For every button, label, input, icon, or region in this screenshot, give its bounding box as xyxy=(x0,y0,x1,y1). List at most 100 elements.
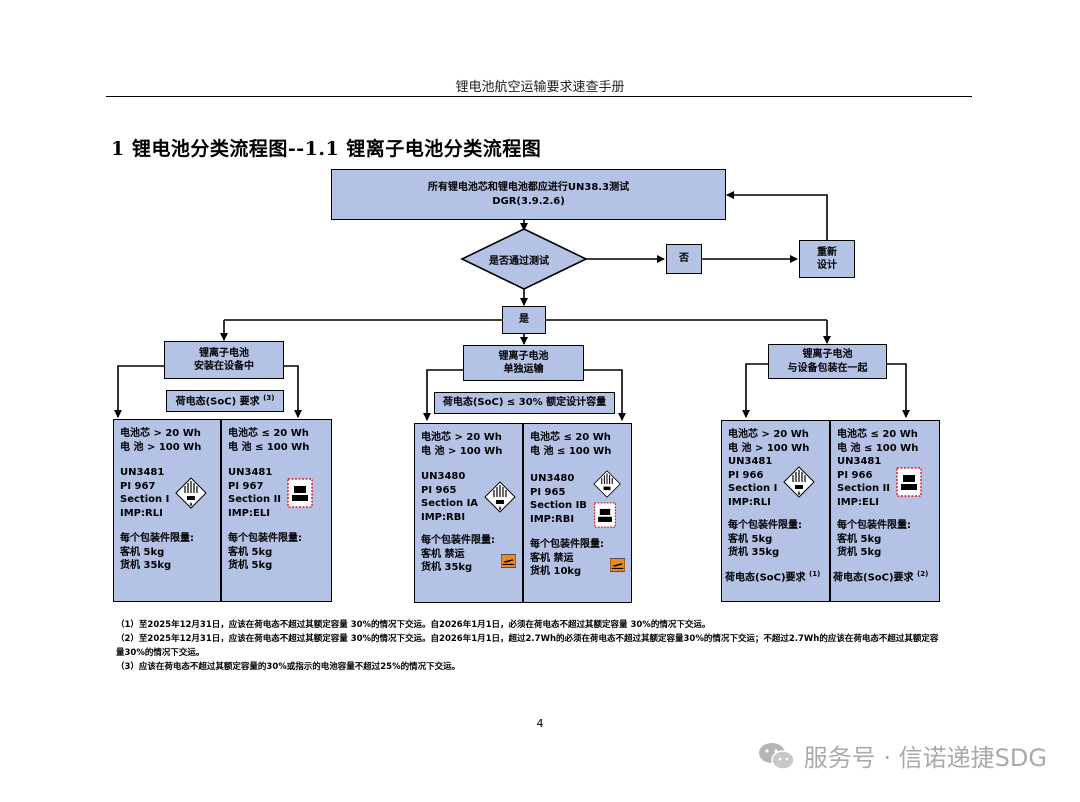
yes-box: 是 xyxy=(502,306,546,334)
cargo-limit: 货机 35kg xyxy=(120,560,172,571)
section: Section I xyxy=(120,494,170,505)
yes-label: 是 xyxy=(519,314,529,326)
branch-3-col-1: 电池芯 > 20 Wh 电 池 > 100 Wh UN3481 PI 966 S… xyxy=(721,420,830,602)
class9-hazard-label-icon: 9 xyxy=(175,477,208,509)
cargo-aircraft-only-icon xyxy=(501,554,516,568)
passenger-limit: 客机 禁运 xyxy=(530,552,574,564)
redesign-box: 重新 设计 xyxy=(799,240,855,278)
top-test-box: 所有锂电池芯和锂电池都应进行UN38.3测试 DGR(3.9.2.6) xyxy=(331,169,726,220)
passenger-limit: 客机 5kg xyxy=(728,533,773,545)
no-label: 否 xyxy=(679,253,689,265)
section: Section IB xyxy=(530,500,587,511)
branch-1-soc-note: (3) xyxy=(263,393,275,402)
un-number: UN3480 xyxy=(421,471,466,482)
branch-2-header-line2: 单独运输 xyxy=(503,364,544,375)
decision-label: 是否通过测试 xyxy=(489,256,549,267)
un-number: UN3481 xyxy=(120,467,165,478)
top-box-line1: 所有锂电池芯和锂电池都应进行UN38.3测试 xyxy=(427,182,630,193)
svg-text:9: 9 xyxy=(798,491,801,496)
branch-3-header-line2: 与设备包装在一起 xyxy=(787,362,868,374)
passenger-limit: 客机 禁运 xyxy=(421,548,465,560)
branch-3-col-2: 电池芯 ≤ 20 Wh 电 池 ≤ 100 Wh UN3481 PI 966 S… xyxy=(830,420,940,602)
rating-battery: 电 池 > 100 Wh xyxy=(120,441,202,453)
passenger-limit: 客机 5kg xyxy=(837,533,882,545)
rating-cell: 电池芯 > 20 Wh xyxy=(421,432,502,443)
branch-1-col-1: 电池芯 > 20 Wh 电 池 > 100 Wh UN3481 PI 967 S… xyxy=(113,419,221,602)
branch-1-header-line2: 安装在设备中 xyxy=(194,361,254,372)
soc-note: (2) xyxy=(917,569,929,578)
soc-requirement: 荷电态(SoC)要求 xyxy=(833,571,914,583)
limit-label: 每个包装件限量: xyxy=(421,535,495,546)
rating-battery: 电 池 ≤ 100 Wh xyxy=(228,441,310,453)
limit-label: 每个包装件限量: xyxy=(228,533,302,544)
watermark-text: 服务号 · 信诺递捷SDG xyxy=(803,744,1047,772)
cargo-limit: 货机 5kg xyxy=(837,547,882,558)
packing-instruction: PI 967 xyxy=(120,480,156,492)
imp-code: IMP:RLI xyxy=(120,507,163,519)
section: Section II xyxy=(837,483,891,494)
packing-instruction: PI 966 xyxy=(837,469,873,481)
rating-battery: 电 池 > 100 Wh xyxy=(421,445,503,457)
redesign-line2: 设计 xyxy=(817,260,837,271)
limit-label: 每个包装件限量: xyxy=(728,520,802,531)
branch-1-header: 锂离子电池 安装在设备中 xyxy=(164,341,284,379)
packing-instruction: PI 966 xyxy=(728,469,764,481)
soc-requirement: 荷电态(SoC)要求 xyxy=(725,571,806,583)
section: Section II xyxy=(228,494,282,505)
footnote-3: （3）应该在荷电态不超过其额定容量的30%或指示的电池容量不超过25%的情况下交… xyxy=(116,662,461,672)
class9-hazard-label-icon: 9 xyxy=(783,466,816,498)
branch-2-soc-text: 荷电态(SoC) ≤ 30% 额定设计容量 xyxy=(442,397,607,409)
branch-1-soc-box: 荷电态(SoC) 要求 (3) xyxy=(166,390,284,412)
limit-label: 每个包装件限量: xyxy=(837,520,911,531)
cargo-limit: 货机 35kg xyxy=(728,547,780,558)
header-rule xyxy=(106,96,972,97)
no-box: 否 xyxy=(666,244,702,274)
footnotes: （1）至2025年12月31日，应该在荷电态不超过其额定容量 30%的情况下交运… xyxy=(116,618,946,674)
rating-cell: 电池芯 ≤ 20 Wh xyxy=(530,432,611,443)
un-number: UN3481 xyxy=(728,456,773,467)
redesign-line1: 重新 xyxy=(817,246,837,258)
running-header: 锂电池航空运输要求速查手册 xyxy=(455,80,625,95)
un-number: UN3481 xyxy=(837,456,882,467)
footnote-2: （2）至2025年12月31日，应该在荷电态不超过其额定容量 30%的情况下交运… xyxy=(116,634,939,658)
branch-3-header: 锂离子电池 与设备包装在一起 xyxy=(768,344,887,379)
limit-label: 每个包装件限量: xyxy=(530,539,604,550)
footnote-1: （1）至2025年12月31日，应该在荷电态不超过其额定容量 30%的情况下交运… xyxy=(116,620,711,630)
branch-2-col-1: 电池芯 > 20 Wh 电 池 > 100 Wh UN3480 PI 965 S… xyxy=(414,423,523,603)
class9-hazard-label-icon xyxy=(593,470,621,498)
branch-1-soc-text: 荷电态(SoC) 要求 xyxy=(175,395,260,407)
svg-text:9: 9 xyxy=(190,502,193,507)
battery-mark-icon xyxy=(896,467,922,497)
branch-1-header-line1: 锂离子电池 xyxy=(199,347,249,359)
branch-2-header: 锂离子电池 单独运输 xyxy=(463,345,584,381)
section-title: 1 锂电池分类流程图--1.1 锂离子电池分类流程图 xyxy=(111,138,542,160)
rating-battery: 电 池 ≤ 100 Wh xyxy=(837,442,919,454)
rating-cell: 电池芯 ≤ 20 Wh xyxy=(837,429,918,440)
limit-label: 每个包装件限量: xyxy=(120,533,194,544)
passenger-limit: 客机 5kg xyxy=(228,546,273,558)
cargo-aircraft-only-icon xyxy=(610,558,625,572)
cargo-limit: 货机 10kg xyxy=(530,566,582,577)
top-box-line2: DGR(3.9.2.6) xyxy=(492,195,565,207)
rating-cell: 电池芯 > 20 Wh xyxy=(728,429,809,440)
rating-battery: 电 池 ≤ 100 Wh xyxy=(530,445,612,457)
branch-2-soc-box: 荷电态(SoC) ≤ 30% 额定设计容量 xyxy=(434,392,615,414)
imp-code: IMP:RBI xyxy=(530,513,575,525)
imp-code: IMP:RLI xyxy=(728,496,771,508)
un-number: UN3480 xyxy=(530,473,575,484)
cargo-limit: 货机 35kg xyxy=(421,562,473,573)
svg-text:9: 9 xyxy=(499,506,502,511)
cargo-limit: 货机 5kg xyxy=(228,560,273,571)
soc-note: (1) xyxy=(809,569,821,578)
section: Section IA xyxy=(421,498,479,509)
branch-3-header-line1: 锂离子电池 xyxy=(802,349,853,360)
packing-instruction: PI 965 xyxy=(530,486,566,498)
battery-mark-icon xyxy=(287,478,313,508)
section: Section I xyxy=(728,483,778,494)
wechat-icon xyxy=(758,742,795,770)
rating-cell: 电池芯 ≤ 20 Wh xyxy=(228,428,309,439)
page-number: 4 xyxy=(536,717,544,730)
decision-diamond xyxy=(460,228,588,290)
branch-1-col-2: 电池芯 ≤ 20 Wh 电 池 ≤ 100 Wh UN3481 PI 967 S… xyxy=(221,419,332,602)
